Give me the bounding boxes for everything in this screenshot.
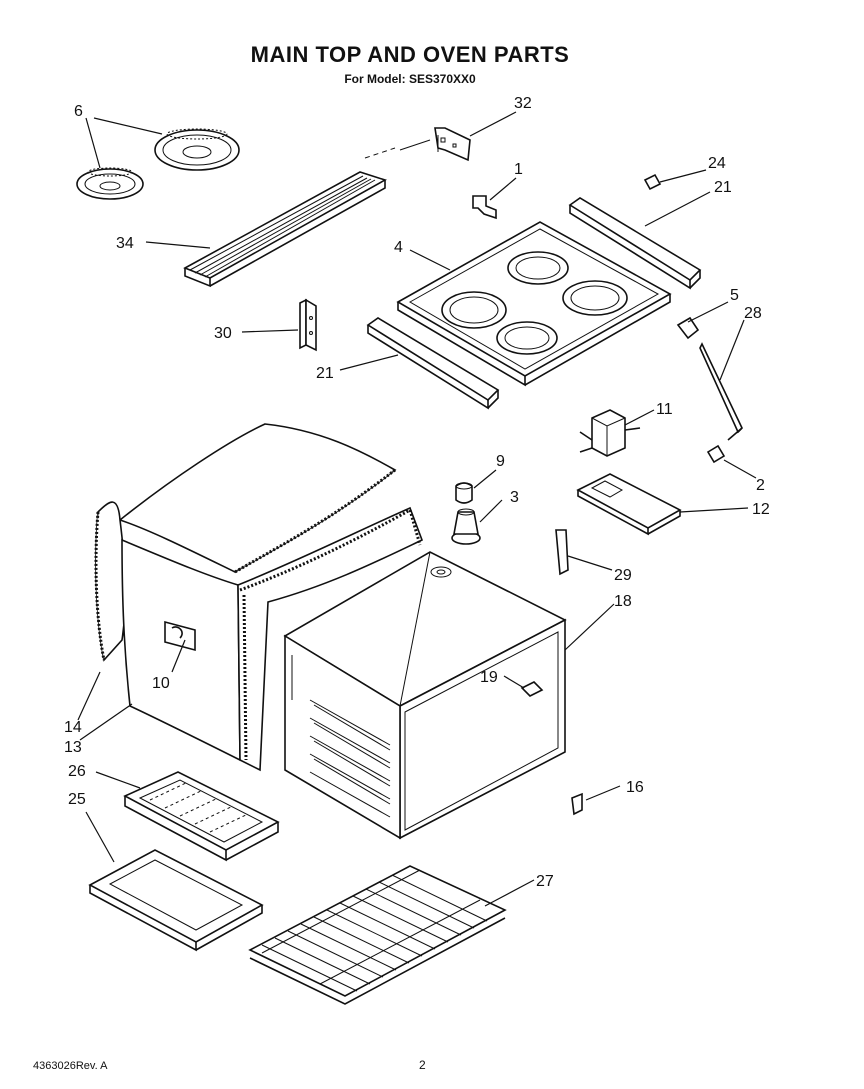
knob-cap bbox=[676, 316, 700, 340]
callout-21-bottom: 21 bbox=[316, 365, 334, 382]
oven-rack bbox=[248, 865, 507, 1005]
callout-26: 26 bbox=[68, 763, 86, 780]
element-cover bbox=[576, 473, 682, 536]
callout-25: 25 bbox=[68, 791, 86, 808]
callout-6: 6 bbox=[74, 103, 83, 120]
leader-lines bbox=[77, 111, 757, 907]
document-number: 4363026Rev. A bbox=[33, 1060, 108, 1072]
drip-bowl-small bbox=[76, 167, 144, 200]
page-number: 2 bbox=[419, 1058, 426, 1072]
callout-labels: 6 32 1 24 21 34 4 5 28 30 21 11 9 3 2 12… bbox=[64, 95, 770, 890]
dash-connector-2 bbox=[399, 139, 431, 151]
callout-1: 1 bbox=[514, 161, 523, 178]
mount-clip bbox=[571, 792, 583, 816]
page-title: MAIN TOP AND OVEN PARTS bbox=[250, 42, 570, 67]
vent-trim bbox=[183, 171, 387, 288]
strap-clip bbox=[555, 529, 569, 576]
callout-9: 9 bbox=[496, 453, 505, 470]
callout-11: 11 bbox=[656, 401, 673, 418]
callout-12: 12 bbox=[752, 501, 770, 518]
sensor-cap bbox=[455, 482, 473, 504]
relay-module bbox=[579, 409, 641, 457]
callout-21-top: 21 bbox=[714, 179, 732, 196]
top-clip bbox=[472, 195, 497, 220]
vent-bracket bbox=[434, 127, 471, 162]
callout-2: 2 bbox=[756, 477, 765, 494]
dash-connector bbox=[364, 147, 396, 159]
callout-29: 29 bbox=[614, 567, 632, 584]
callout-4: 4 bbox=[394, 239, 403, 256]
insulation-blanket bbox=[94, 423, 424, 772]
callout-13: 13 bbox=[64, 739, 82, 756]
callout-3: 3 bbox=[510, 489, 519, 506]
oven-cavity bbox=[283, 551, 567, 840]
side-trim-left bbox=[366, 317, 500, 410]
broiler-grid bbox=[123, 771, 280, 862]
callout-18: 18 bbox=[614, 593, 632, 610]
small-plug bbox=[643, 173, 662, 191]
callout-10: 10 bbox=[152, 675, 170, 692]
hinge-bracket bbox=[299, 298, 317, 352]
callout-34: 34 bbox=[116, 235, 134, 252]
terminal-block bbox=[706, 444, 726, 464]
callout-27: 27 bbox=[536, 873, 554, 890]
sensor-base bbox=[451, 508, 481, 545]
broiler-pan bbox=[88, 849, 264, 952]
callout-16: 16 bbox=[626, 779, 644, 796]
model-subtitle: For Model: SES370XX0 bbox=[344, 72, 476, 86]
drip-bowl-large bbox=[154, 128, 240, 171]
callout-28: 28 bbox=[744, 305, 762, 322]
side-trim-right bbox=[568, 197, 702, 290]
cooktop-glass bbox=[396, 221, 672, 387]
callout-24: 24 bbox=[708, 155, 726, 172]
callout-5: 5 bbox=[730, 287, 739, 304]
callout-30: 30 bbox=[214, 325, 232, 342]
callout-32: 32 bbox=[514, 95, 532, 112]
callout-14: 14 bbox=[64, 719, 82, 736]
callout-19: 19 bbox=[480, 669, 498, 686]
rod bbox=[699, 342, 743, 441]
